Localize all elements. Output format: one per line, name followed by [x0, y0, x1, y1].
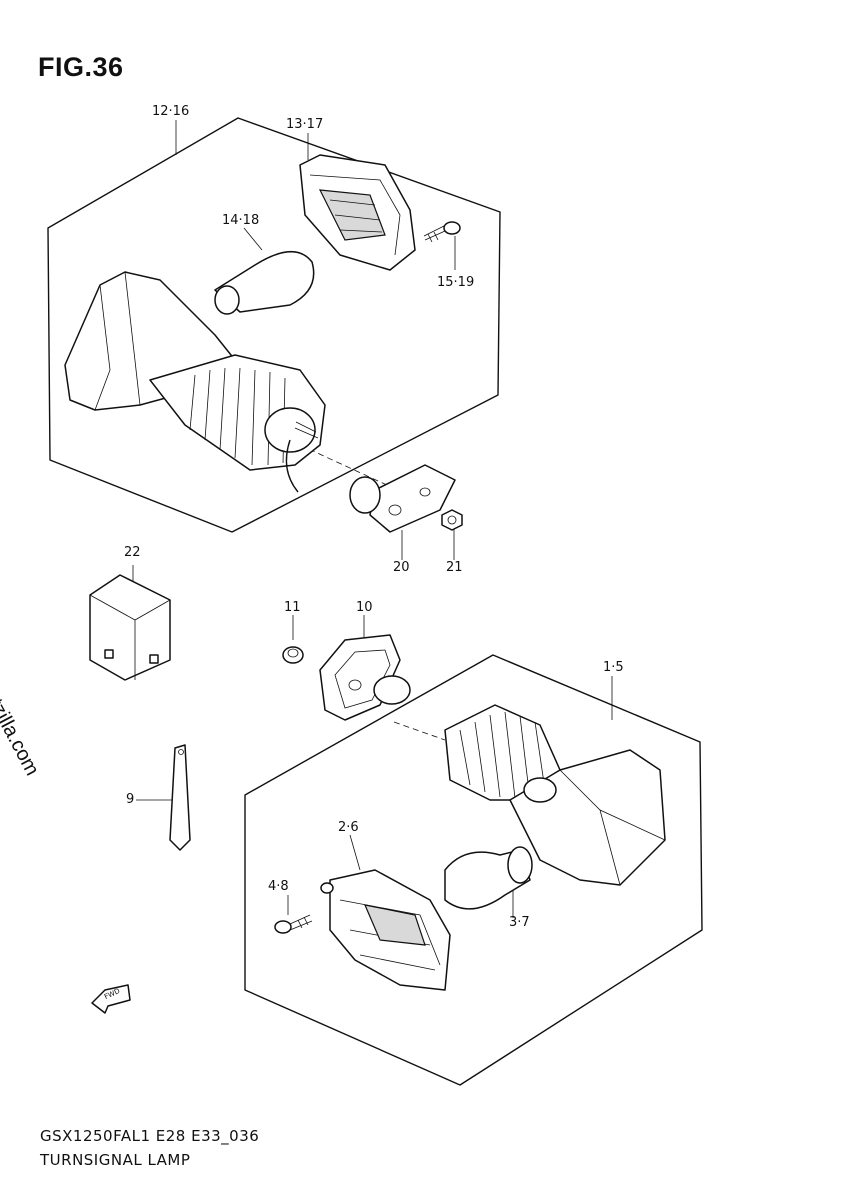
upper-lens [299, 154, 416, 271]
callout-10: 10 [356, 600, 373, 615]
upper-assembly-outline [47, 117, 501, 533]
cable-tie [169, 744, 191, 851]
callout-12-16: 12·16 [152, 104, 190, 119]
footer-name: TURNSIGNAL LAMP [40, 1151, 191, 1169]
callout-3-7: 3·7 [509, 915, 530, 930]
callout-22: 22 [124, 545, 141, 560]
callout-20: 20 [393, 560, 410, 575]
callout-15-19: 15·19 [437, 275, 475, 290]
relay [89, 574, 171, 681]
lower-lens [320, 869, 451, 991]
callout-1-5: 1·5 [603, 660, 624, 675]
callout-11: 11 [284, 600, 301, 615]
callout-13-17: 13·17 [286, 117, 324, 132]
callout-4-8: 4·8 [268, 879, 289, 894]
callout-21: 21 [446, 560, 463, 575]
callout-14-18: 14·18 [222, 213, 260, 228]
callout-2-6: 2·6 [338, 820, 359, 835]
footer-code: GSX1250FAL1 E28 E33_036 [40, 1127, 260, 1145]
upper-housing [64, 271, 326, 493]
forward-arrow-icon [91, 984, 131, 1014]
lower-screw [274, 914, 313, 934]
figure-title: FIG.36 [38, 52, 124, 82]
upper-nut [441, 509, 463, 531]
upper-grommet [349, 464, 456, 533]
upper-screw [423, 221, 461, 243]
lower-nut [282, 646, 304, 664]
lower-assembly-outline [244, 654, 703, 1086]
lower-bulb [444, 846, 533, 910]
lower-grommet [319, 634, 411, 721]
upper-bulb [214, 250, 315, 315]
callout-9: 9 [126, 792, 135, 807]
lower-housing [444, 704, 666, 886]
